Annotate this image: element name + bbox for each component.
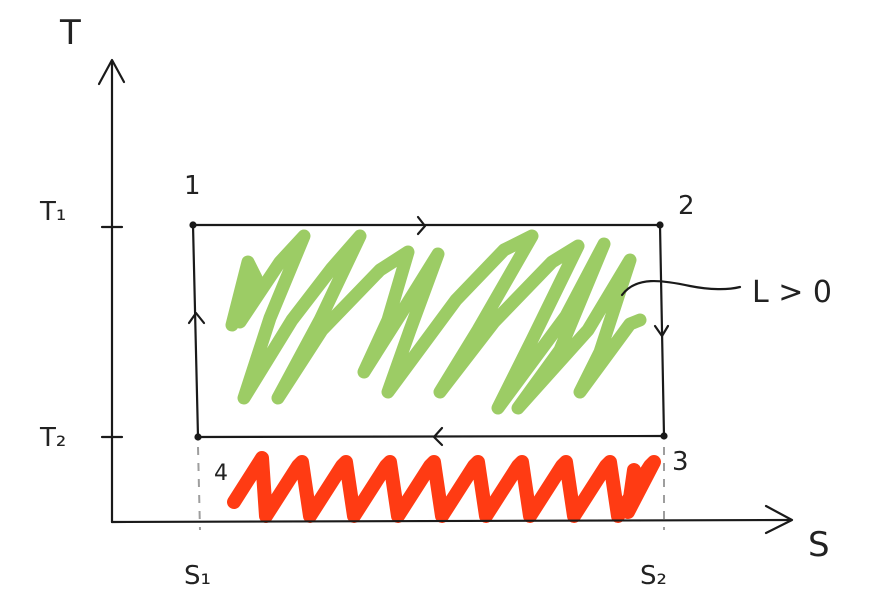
cycle-left-edge (191, 223, 200, 439)
arrow-left-up (187, 311, 206, 325)
t1-label: T₁ (39, 197, 66, 227)
x-axis (110, 518, 792, 524)
state-label-3: 3 (672, 447, 689, 477)
x-axis-label: S (808, 525, 830, 565)
state-label-4: 4 (214, 461, 228, 486)
state-label-1: 1 (184, 171, 201, 201)
t2-label: T₂ (39, 423, 66, 453)
state-label-2: 2 (678, 191, 695, 221)
s2-label: S₂ (640, 561, 667, 591)
arrow-top-right (416, 215, 427, 236)
guide-s1 (197, 446, 201, 531)
work-annotation: L > 0 (752, 275, 832, 310)
cycle-right-edge (658, 223, 666, 438)
state-point-4 (194, 433, 202, 441)
state-point-2 (656, 221, 664, 229)
x-axis-arrowhead (764, 504, 794, 535)
state-point-1 (189, 221, 197, 229)
cycle-bottom-edge (196, 434, 666, 439)
state-point-3 (660, 432, 668, 440)
annotation-leader (620, 279, 742, 297)
y-axis-arrowhead (97, 58, 126, 86)
s1-label: S₁ (184, 561, 211, 591)
arrow-bottom-left (432, 426, 444, 447)
arrow-right-down (653, 324, 670, 338)
lower-area-hatch (227, 451, 661, 523)
y-axis-label: T (59, 13, 81, 53)
work-area-hatch (225, 229, 647, 415)
